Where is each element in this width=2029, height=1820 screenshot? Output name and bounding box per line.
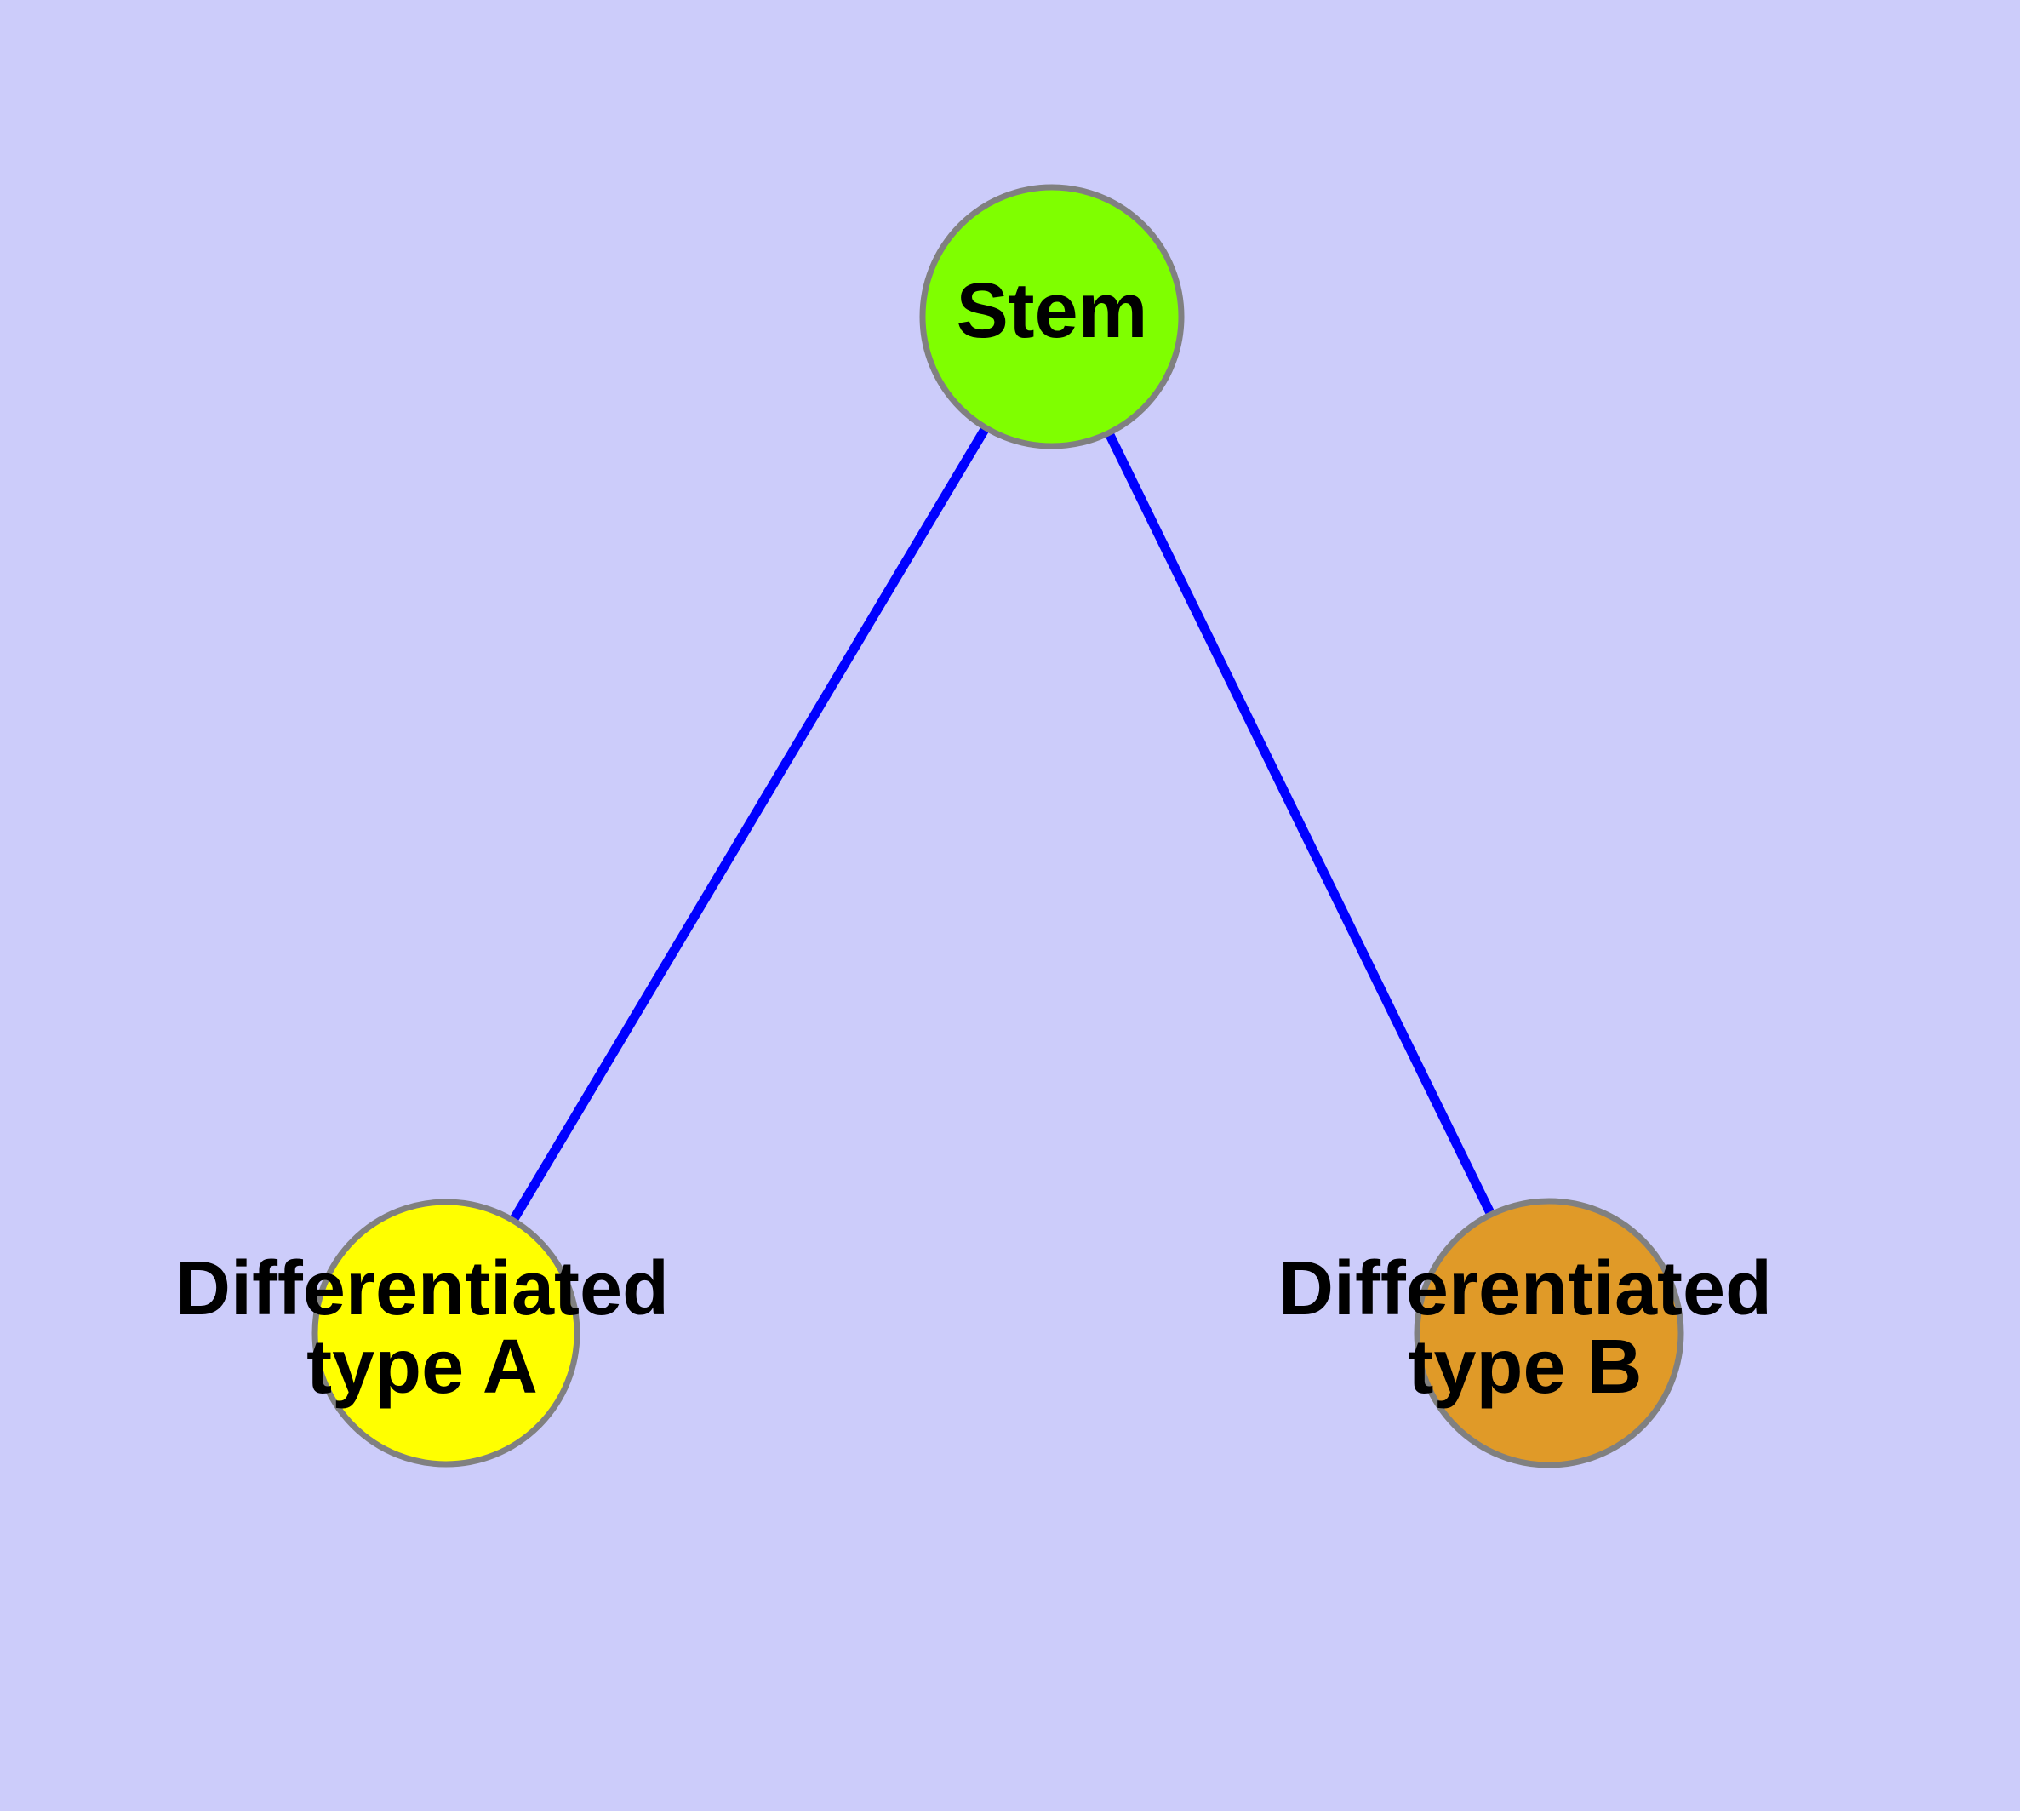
edge-layer <box>442 314 1553 1336</box>
node-circle-diff_b[interactable] <box>1414 1198 1684 1468</box>
graph-edge[interactable] <box>442 314 1056 1336</box>
node-label-line: Stem <box>957 267 1148 354</box>
node-label-line: type B <box>1408 1325 1642 1410</box>
graph-node-stem[interactable]: Stem <box>919 184 1185 449</box>
node-label-line: Differentiated <box>175 1246 669 1331</box>
graph-edge[interactable] <box>1048 314 1553 1336</box>
node-circle-diff_a[interactable] <box>311 1199 580 1468</box>
node-circle-stem[interactable] <box>919 184 1185 449</box>
node-label-line: Differentiated <box>1278 1246 1772 1331</box>
node-label-line: type A <box>306 1325 538 1410</box>
node-label-stem: Stem <box>957 267 1148 354</box>
